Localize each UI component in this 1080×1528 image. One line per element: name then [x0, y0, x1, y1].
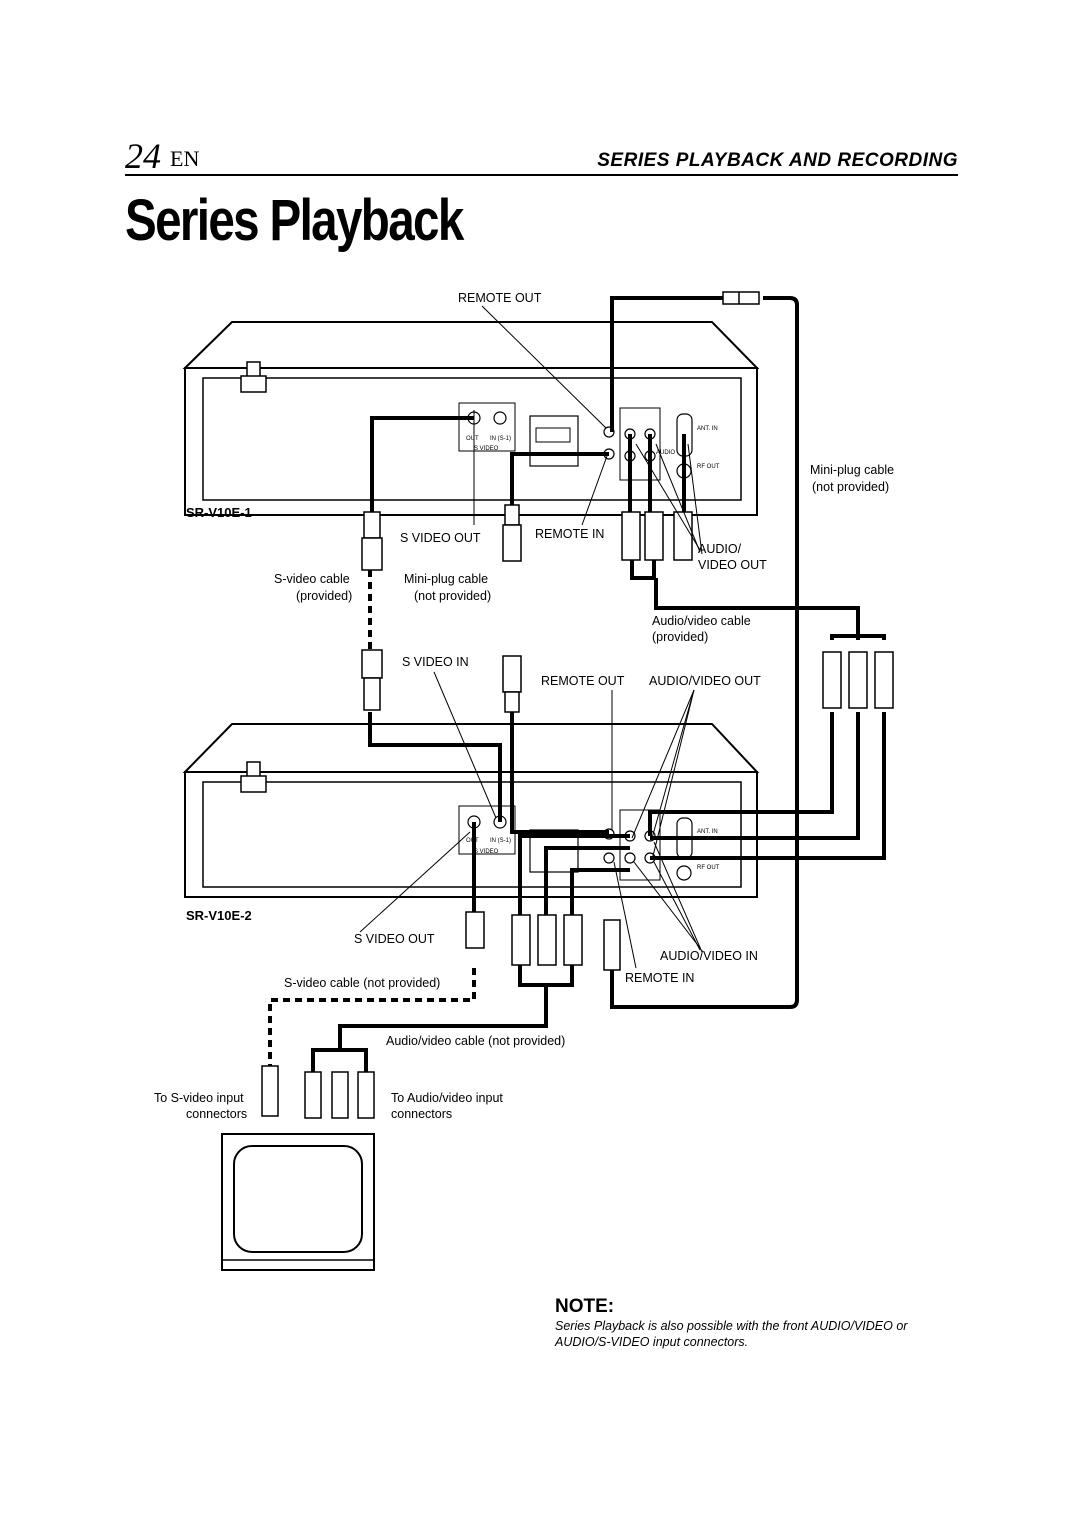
panel-rf-out-bottom: RF OUT [697, 865, 720, 871]
model-top: SR-V10E-1 [186, 505, 252, 520]
tv [221, 1133, 375, 1271]
label-remote-in-top: REMOTE IN [535, 527, 605, 541]
label-svideo-cable-1: S-video cable [274, 572, 350, 586]
panel-audio-top: AUDIO [656, 450, 676, 456]
label-remote-out-bottom: REMOTE OUT [541, 674, 625, 688]
panel-in-label-top: IN (S-1) [490, 436, 511, 442]
panel-in-label-bottom: IN (S-1) [490, 838, 511, 844]
label-svideo-cable-2: (provided) [296, 589, 353, 603]
panel-rf-out-top: RF OUT [697, 464, 720, 470]
label-s-video-in: S VIDEO IN [402, 655, 469, 669]
panel-out-label-bottom: OUT [466, 838, 479, 844]
page-number: 24 [125, 136, 161, 176]
note-text: Series Playback is also possible with th… [555, 1319, 908, 1349]
header-rule [125, 174, 958, 176]
model-bottom: SR-V10E-2 [186, 908, 252, 923]
label-mini-plug-top-1: Mini-plug cable [810, 463, 895, 477]
leader-lines [359, 305, 703, 969]
label-av-cable-1: Audio/video cable [652, 614, 751, 628]
label-av-out-top-2: VIDEO OUT [698, 558, 767, 572]
label-av-in-bottom: AUDIO/VIDEO IN [660, 949, 758, 963]
cables [311, 296, 886, 1072]
label-av-out-bottom: AUDIO/VIDEO OUT [649, 674, 761, 688]
plugs [261, 291, 894, 1119]
label-remote-in-bottom: REMOTE IN [625, 971, 695, 985]
label-av-cable-2: (provided) [652, 630, 709, 644]
label-av-cable-np: Audio/video cable (not provided) [386, 1034, 566, 1048]
label-tv-svideo-2: connectors [186, 1107, 248, 1121]
page-title: Series Playback [125, 188, 464, 253]
label-tv-svideo-1: To S-video input [154, 1091, 244, 1105]
label-s-video-out-bottom: S VIDEO OUT [354, 932, 435, 946]
page-language: EN [170, 146, 200, 171]
section-title: SERIES PLAYBACK AND RECORDING [597, 150, 958, 171]
label-tv-av-1: To Audio/video input [391, 1091, 503, 1105]
panel-ant-in-bottom: ANT. IN [697, 829, 718, 835]
panel-svideo-label-bottom: S VIDEO [474, 849, 499, 855]
note-heading: NOTE: [555, 1296, 615, 1317]
label-svideo-cable-np: S-video cable (not provided) [284, 976, 441, 990]
label-tv-av-2: connectors [391, 1107, 453, 1121]
label-mini-plug-mid-2: (not provided) [414, 589, 492, 603]
label-mini-plug-top-2: (not provided) [812, 480, 890, 494]
label-s-video-out-top: S VIDEO OUT [400, 531, 481, 545]
label-remote-out-top: REMOTE OUT [458, 291, 542, 305]
panel-svideo-label-top: S VIDEO [474, 446, 499, 452]
panel-ant-in-top: ANT. IN [697, 426, 718, 432]
label-mini-plug-mid-1: Mini-plug cable [404, 572, 489, 586]
label-av-out-top-1: AUDIO/ [698, 542, 742, 556]
panel-out-label-top: OUT [466, 436, 479, 442]
